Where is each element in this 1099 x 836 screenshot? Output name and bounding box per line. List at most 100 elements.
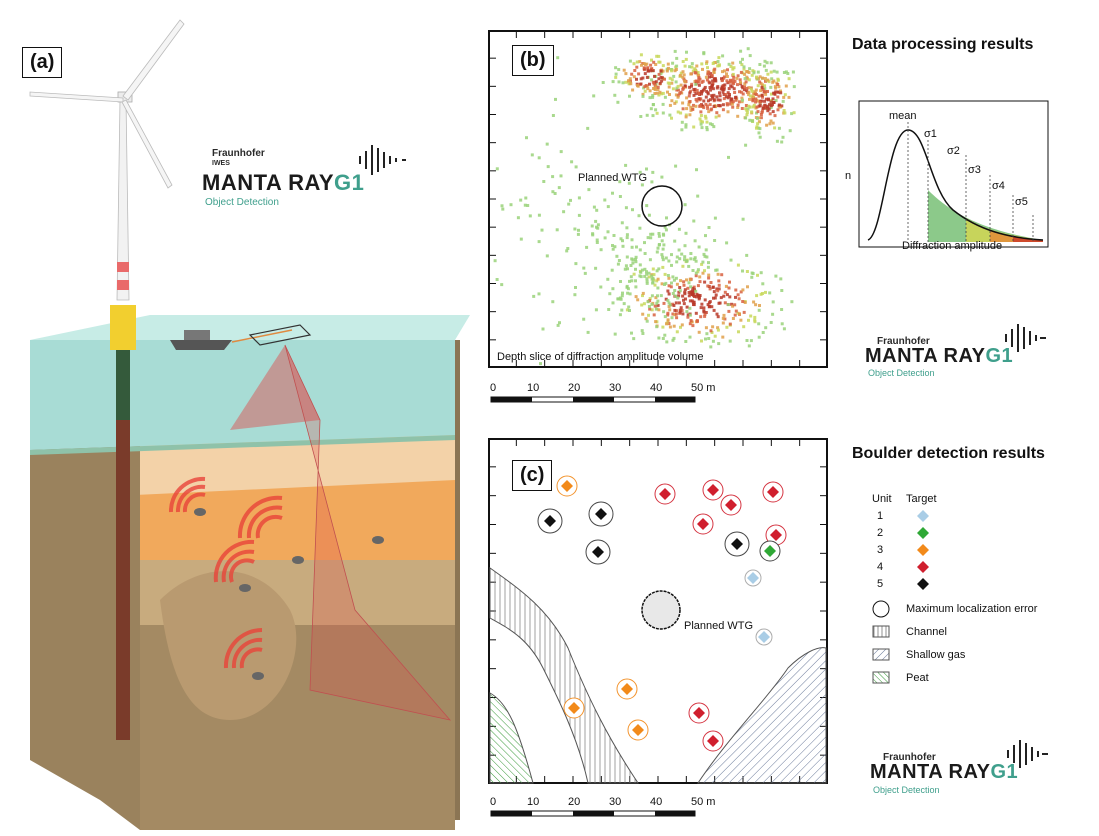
diffraction-point <box>689 89 693 93</box>
diffraction-point <box>666 62 670 66</box>
diffraction-point <box>741 71 745 75</box>
diffraction-point <box>664 228 668 232</box>
diffraction-point <box>692 303 696 307</box>
diffraction-point <box>675 282 679 286</box>
diffraction-point <box>629 264 633 267</box>
diffraction-point <box>747 71 751 74</box>
diffraction-point <box>678 308 682 312</box>
diffraction-point <box>537 213 541 217</box>
diffraction-point <box>704 95 708 99</box>
diffraction-point <box>676 296 680 300</box>
boulder-target-diamond <box>592 546 604 558</box>
shallow-gas-symbol <box>872 648 890 661</box>
diffraction-point <box>532 294 536 298</box>
diffraction-point <box>756 273 759 277</box>
diffraction-point <box>613 93 617 97</box>
diffraction-point <box>686 313 690 317</box>
diffraction-point <box>681 294 685 298</box>
diffraction-point <box>740 96 744 100</box>
diffraction-point <box>699 114 703 117</box>
diffraction-point <box>710 305 714 309</box>
diffraction-point <box>756 110 760 114</box>
diffraction-point <box>654 307 658 311</box>
diffraction-point <box>699 122 703 126</box>
diffraction-point <box>666 311 670 315</box>
diffraction-point <box>764 68 768 72</box>
diffraction-point <box>656 286 660 290</box>
diffraction-point <box>603 236 607 240</box>
diffraction-point <box>684 340 688 343</box>
diffraction-point <box>667 322 671 326</box>
diffraction-point <box>648 307 652 311</box>
diffraction-point <box>721 70 724 74</box>
diffraction-point <box>769 119 773 123</box>
boulders <box>194 508 384 680</box>
diffraction-point <box>682 298 685 302</box>
diffraction-point <box>695 292 699 296</box>
diffraction-point <box>680 252 684 256</box>
diffraction-point <box>594 219 598 223</box>
diffraction-point <box>647 271 651 275</box>
diffraction-point <box>739 81 742 84</box>
diffraction-point <box>661 258 665 262</box>
diffraction-point <box>754 100 758 104</box>
diffraction-point <box>728 102 732 106</box>
diffraction-point <box>710 123 714 127</box>
diffraction-point <box>655 301 659 305</box>
diffraction-point <box>555 228 559 232</box>
diffraction-point <box>657 232 661 235</box>
diffraction-point <box>742 310 746 314</box>
diffraction-point <box>716 60 720 63</box>
diffraction-point <box>708 300 712 304</box>
diffraction-point <box>727 309 731 313</box>
diffraction-point <box>574 286 577 289</box>
diffraction-point <box>640 63 643 67</box>
diffraction-point <box>689 285 693 289</box>
diffraction-point <box>657 243 661 247</box>
diffraction-point <box>606 277 610 281</box>
diffraction-point <box>765 123 769 127</box>
diffraction-point <box>727 87 731 91</box>
diffraction-point <box>623 267 627 271</box>
diffraction-point <box>679 325 682 329</box>
diffraction-point <box>688 335 692 339</box>
boulder-target-diamond <box>621 683 633 695</box>
diffraction-point <box>774 99 778 102</box>
diffraction-point <box>618 195 622 198</box>
diffraction-point <box>752 71 756 75</box>
diffraction-point <box>712 296 715 300</box>
diffraction-point <box>640 329 644 333</box>
diffraction-point <box>776 83 780 86</box>
diffraction-point <box>646 87 650 91</box>
diffraction-point <box>661 111 665 115</box>
diffraction-point <box>754 88 758 92</box>
diffraction-point <box>724 95 728 99</box>
diffraction-point <box>628 94 631 98</box>
diffraction-point <box>621 291 624 295</box>
diffraction-point <box>744 116 748 120</box>
diffraction-point <box>711 62 715 65</box>
diffraction-point <box>758 127 762 131</box>
diffraction-point <box>722 313 726 317</box>
diffraction-point <box>614 75 618 79</box>
illustration-offshore-survey <box>29 19 470 830</box>
diffraction-point <box>594 308 598 312</box>
diffraction-point <box>666 313 670 317</box>
diffraction-point <box>641 94 645 98</box>
diffraction-point <box>766 90 769 93</box>
diffraction-point <box>641 332 645 335</box>
diffraction-point <box>624 264 628 268</box>
diffraction-point <box>668 113 672 117</box>
diffraction-point <box>695 80 699 84</box>
diffraction-point <box>526 204 530 207</box>
diffraction-point <box>708 304 712 308</box>
diffraction-point <box>736 263 740 267</box>
diffraction-point <box>495 278 499 281</box>
boulder-target-diamond <box>725 499 737 511</box>
diffraction-point <box>682 283 686 287</box>
diffraction-point <box>672 74 676 78</box>
diffraction-point <box>699 306 703 310</box>
diffraction-point <box>707 75 711 79</box>
diffraction-point <box>659 92 663 96</box>
diffraction-point <box>663 333 667 337</box>
